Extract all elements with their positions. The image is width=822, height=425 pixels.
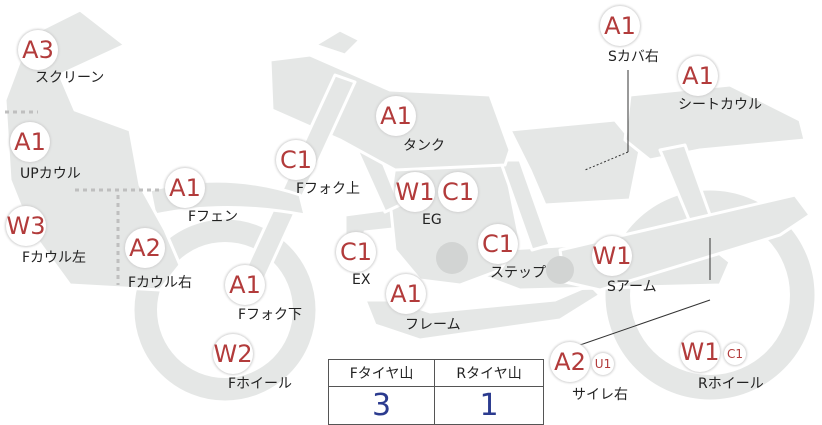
part-label: Fホイール (228, 376, 293, 392)
part-label: Fカウル左 (22, 250, 87, 266)
part-label: サイレ右 (572, 387, 628, 403)
part-label: Sカバ右 (608, 49, 659, 65)
condition-code: A2 (125, 228, 165, 268)
part-label: EX (352, 272, 371, 288)
condition-code: C1 (336, 232, 376, 272)
part-label: Fフォク下 (238, 307, 303, 323)
condition-code-secondary: U1 (592, 353, 614, 375)
part-label: Rホイール (698, 376, 764, 392)
part-label: UPカウル (20, 166, 81, 182)
front-tyre-header: Fタイヤ山 (327, 359, 436, 387)
condition-code: A1 (386, 274, 426, 314)
part-label: フレーム (405, 317, 461, 333)
part-label: ステップ (490, 265, 546, 281)
seat-cowl-shape (623, 83, 807, 162)
front-tyre-value: 3 (327, 386, 436, 425)
condition-code: A3 (18, 30, 58, 70)
tyre-tread-table: Fタイヤ山 Rタイヤ山 3 1 (327, 359, 544, 425)
front-cowl-shape (3, 8, 182, 292)
condition-code: W2 (213, 334, 253, 374)
part-label: Fフォク上 (296, 181, 361, 197)
condition-code: W3 (6, 206, 46, 246)
condition-code: W1 (680, 332, 720, 372)
part-label: EG (422, 212, 442, 228)
part-label: シートカウル (678, 97, 762, 113)
condition-code: A1 (600, 6, 640, 46)
condition-code: A1 (10, 122, 50, 162)
condition-code: W1 (395, 172, 435, 212)
part-label: スクリーン (35, 70, 105, 86)
condition-code-secondary: C1 (724, 343, 746, 365)
condition-code: C1 (478, 224, 518, 264)
part-label: Fカウル右 (128, 275, 193, 291)
side-cover-shape (508, 118, 642, 207)
condition-code: A1 (376, 96, 416, 136)
rear-tyre-header: Rタイヤ山 (434, 359, 544, 387)
part-label: タンク (403, 138, 445, 154)
condition-code: A2 (550, 342, 590, 382)
condition-code: A1 (678, 56, 718, 96)
rear-tyre-value: 1 (434, 386, 544, 425)
condition-code: C1 (276, 140, 316, 180)
part-label: Sアーム (607, 279, 657, 295)
part-label: Fフェン (188, 209, 239, 225)
condition-code-secondary: C1 (438, 172, 478, 212)
condition-code: A1 (165, 168, 205, 208)
condition-code: W1 (592, 236, 632, 276)
condition-code: A1 (225, 265, 265, 305)
